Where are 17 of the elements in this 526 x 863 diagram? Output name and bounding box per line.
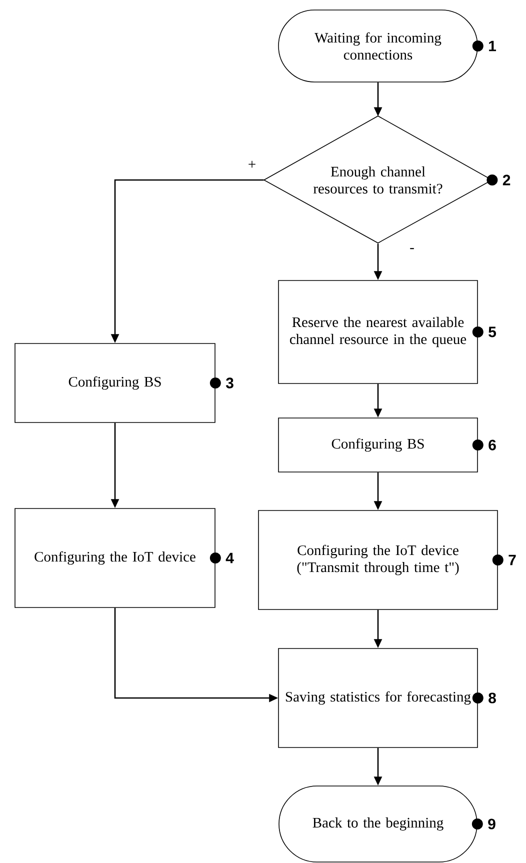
callout-number: 7 [508, 554, 516, 566]
edge-label: + [246, 160, 258, 170]
callout-number: 1 [489, 40, 496, 52]
callout-number: 8 [488, 692, 496, 704]
edge-label: - [408, 247, 416, 253]
process-box: Configuring BS [278, 418, 478, 472]
process-box: Configuring the IoT device ("Transmit through time t") [258, 510, 498, 610]
process-box: Configuring BS [14, 343, 216, 423]
callout-number: 6 [488, 440, 496, 450]
process-box: Saving statistics for forecasting [278, 648, 478, 748]
callout-number: 5 [488, 326, 496, 338]
callout-number: 9 [488, 818, 496, 830]
callout-number: 4 [226, 552, 234, 564]
callout-number: 2 [502, 174, 510, 186]
process-box: Reserve the nearest available channel resource in the queue [278, 280, 478, 384]
callout-number: 3 [226, 378, 234, 388]
process-box: Configuring the IoT device [14, 508, 216, 608]
